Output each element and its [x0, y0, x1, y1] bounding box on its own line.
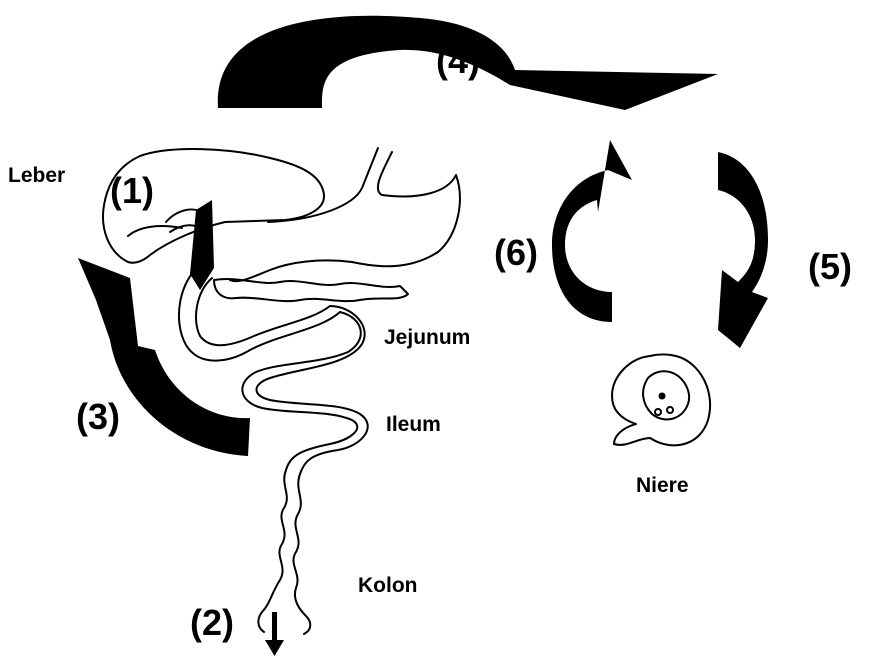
label-ileum: Ileum: [386, 413, 441, 437]
step-label-5: (5): [808, 246, 852, 288]
step-label-3: (3): [76, 396, 120, 438]
arrow-6: [552, 140, 632, 322]
colon: [258, 470, 310, 634]
pancreas: [214, 279, 408, 301]
label-liver: Leber: [8, 164, 65, 188]
step-label-2: (2): [190, 602, 234, 644]
stomach: [230, 148, 460, 281]
label-colon: Kolon: [358, 574, 417, 598]
liver-lobe: [128, 226, 182, 236]
step-label-4: (4): [436, 40, 480, 82]
label-jejunum: Jejunum: [384, 326, 470, 350]
label-kidney: Niere: [636, 474, 689, 498]
step-label-1: (1): [110, 170, 154, 212]
kidney: [612, 355, 710, 446]
small-intestine: [242, 306, 367, 474]
arrow-5: [718, 152, 768, 348]
arrow-2: [265, 612, 284, 656]
step-label-6: (6): [494, 232, 538, 274]
